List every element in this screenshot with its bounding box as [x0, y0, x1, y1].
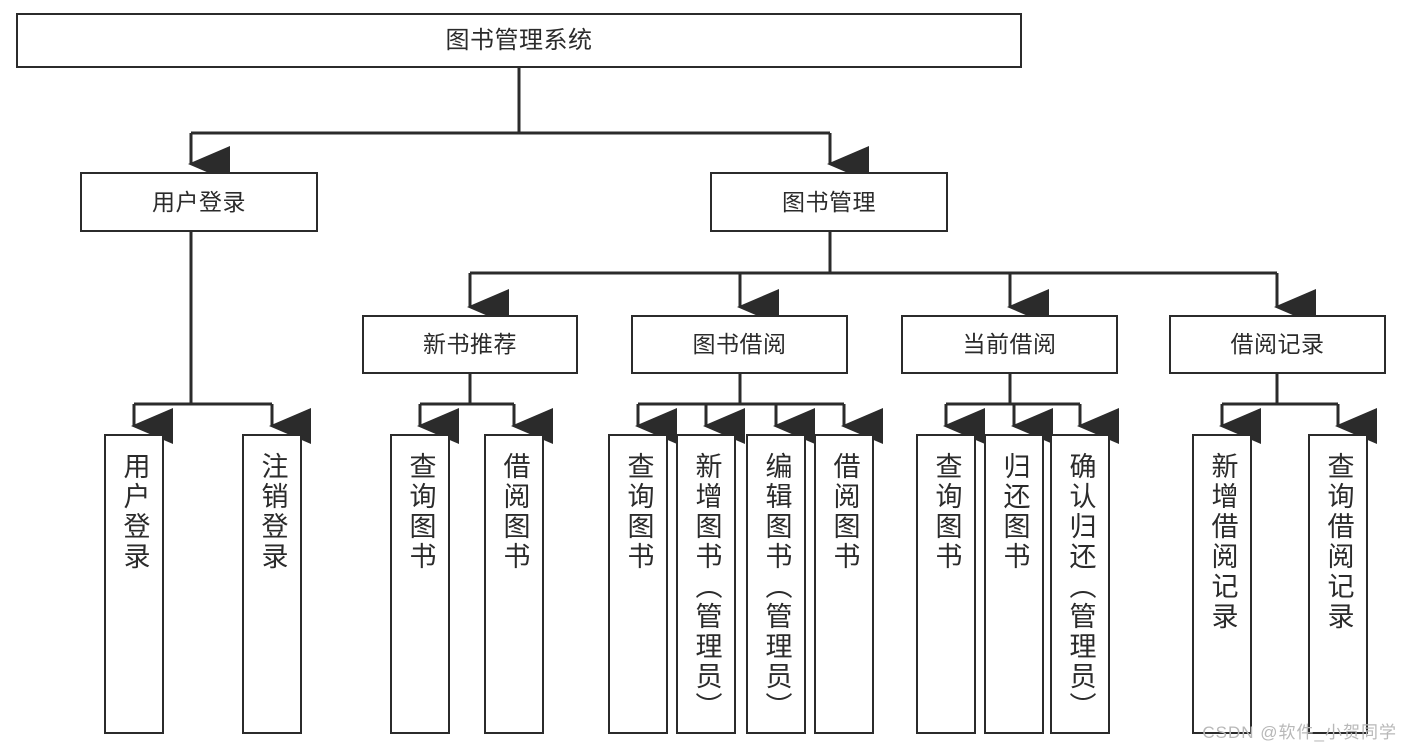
node-label: 借阅图书 — [829, 452, 860, 572]
node-borrow-record[interactable]: 借阅记录 — [1169, 315, 1386, 374]
leaf-borrow-query-book[interactable]: 查询图书 — [608, 434, 668, 734]
leaf-current-return-book[interactable]: 归还图书 — [984, 434, 1044, 734]
leaf-user-login-login[interactable]: 用户登录 — [104, 434, 164, 734]
node-label: 查询图书 — [405, 452, 436, 572]
node-label: 借阅图书 — [499, 452, 530, 572]
node-label: 图书管理系统 — [445, 26, 593, 54]
node-current-borrow[interactable]: 当前借阅 — [901, 315, 1118, 374]
leaf-borrow-add-book[interactable]: 新增图书（管理员） — [676, 434, 736, 734]
node-label: 用户登录 — [152, 188, 246, 215]
node-label: 查询图书 — [931, 452, 962, 572]
node-label: 注销登录 — [257, 452, 288, 572]
node-label: 查询图书 — [623, 452, 654, 572]
node-label: 用户登录 — [119, 452, 150, 572]
leaf-record-query-record[interactable]: 查询借阅记录 — [1308, 434, 1368, 734]
leaf-borrow-edit-book[interactable]: 编辑图书（管理员） — [746, 434, 806, 734]
node-label: 新增图书（管理员） — [691, 452, 722, 722]
leaf-current-confirm-return[interactable]: 确认归还（管理员） — [1050, 434, 1110, 734]
watermark: CSDN @软件_小贺同学 — [1202, 723, 1397, 742]
node-user-login[interactable]: 用户登录 — [80, 172, 318, 232]
node-new-book-recommend[interactable]: 新书推荐 — [362, 315, 578, 374]
node-label: 查询借阅记录 — [1323, 452, 1354, 632]
node-root-system[interactable]: 图书管理系统 — [16, 13, 1022, 68]
node-label: 图书借阅 — [692, 331, 787, 358]
node-label: 当前借阅 — [962, 331, 1057, 358]
node-label: 图书管理 — [782, 188, 876, 215]
node-book-management[interactable]: 图书管理 — [710, 172, 948, 232]
node-label: 借阅记录 — [1230, 331, 1325, 358]
leaf-current-query-book[interactable]: 查询图书 — [916, 434, 976, 734]
node-book-borrow[interactable]: 图书借阅 — [631, 315, 848, 374]
leaf-user-login-logout[interactable]: 注销登录 — [242, 434, 302, 734]
node-label: 归还图书 — [999, 452, 1030, 572]
leaf-borrow-borrow-book[interactable]: 借阅图书 — [814, 434, 874, 734]
leaf-recommend-borrow-book[interactable]: 借阅图书 — [484, 434, 544, 734]
node-label: 确认归还（管理员） — [1065, 452, 1096, 722]
node-label: 编辑图书（管理员） — [761, 452, 792, 722]
leaf-recommend-query-book[interactable]: 查询图书 — [390, 434, 450, 734]
node-label: 新增借阅记录 — [1207, 452, 1238, 632]
node-label: 新书推荐 — [423, 331, 517, 358]
leaf-record-add-record[interactable]: 新增借阅记录 — [1192, 434, 1252, 734]
